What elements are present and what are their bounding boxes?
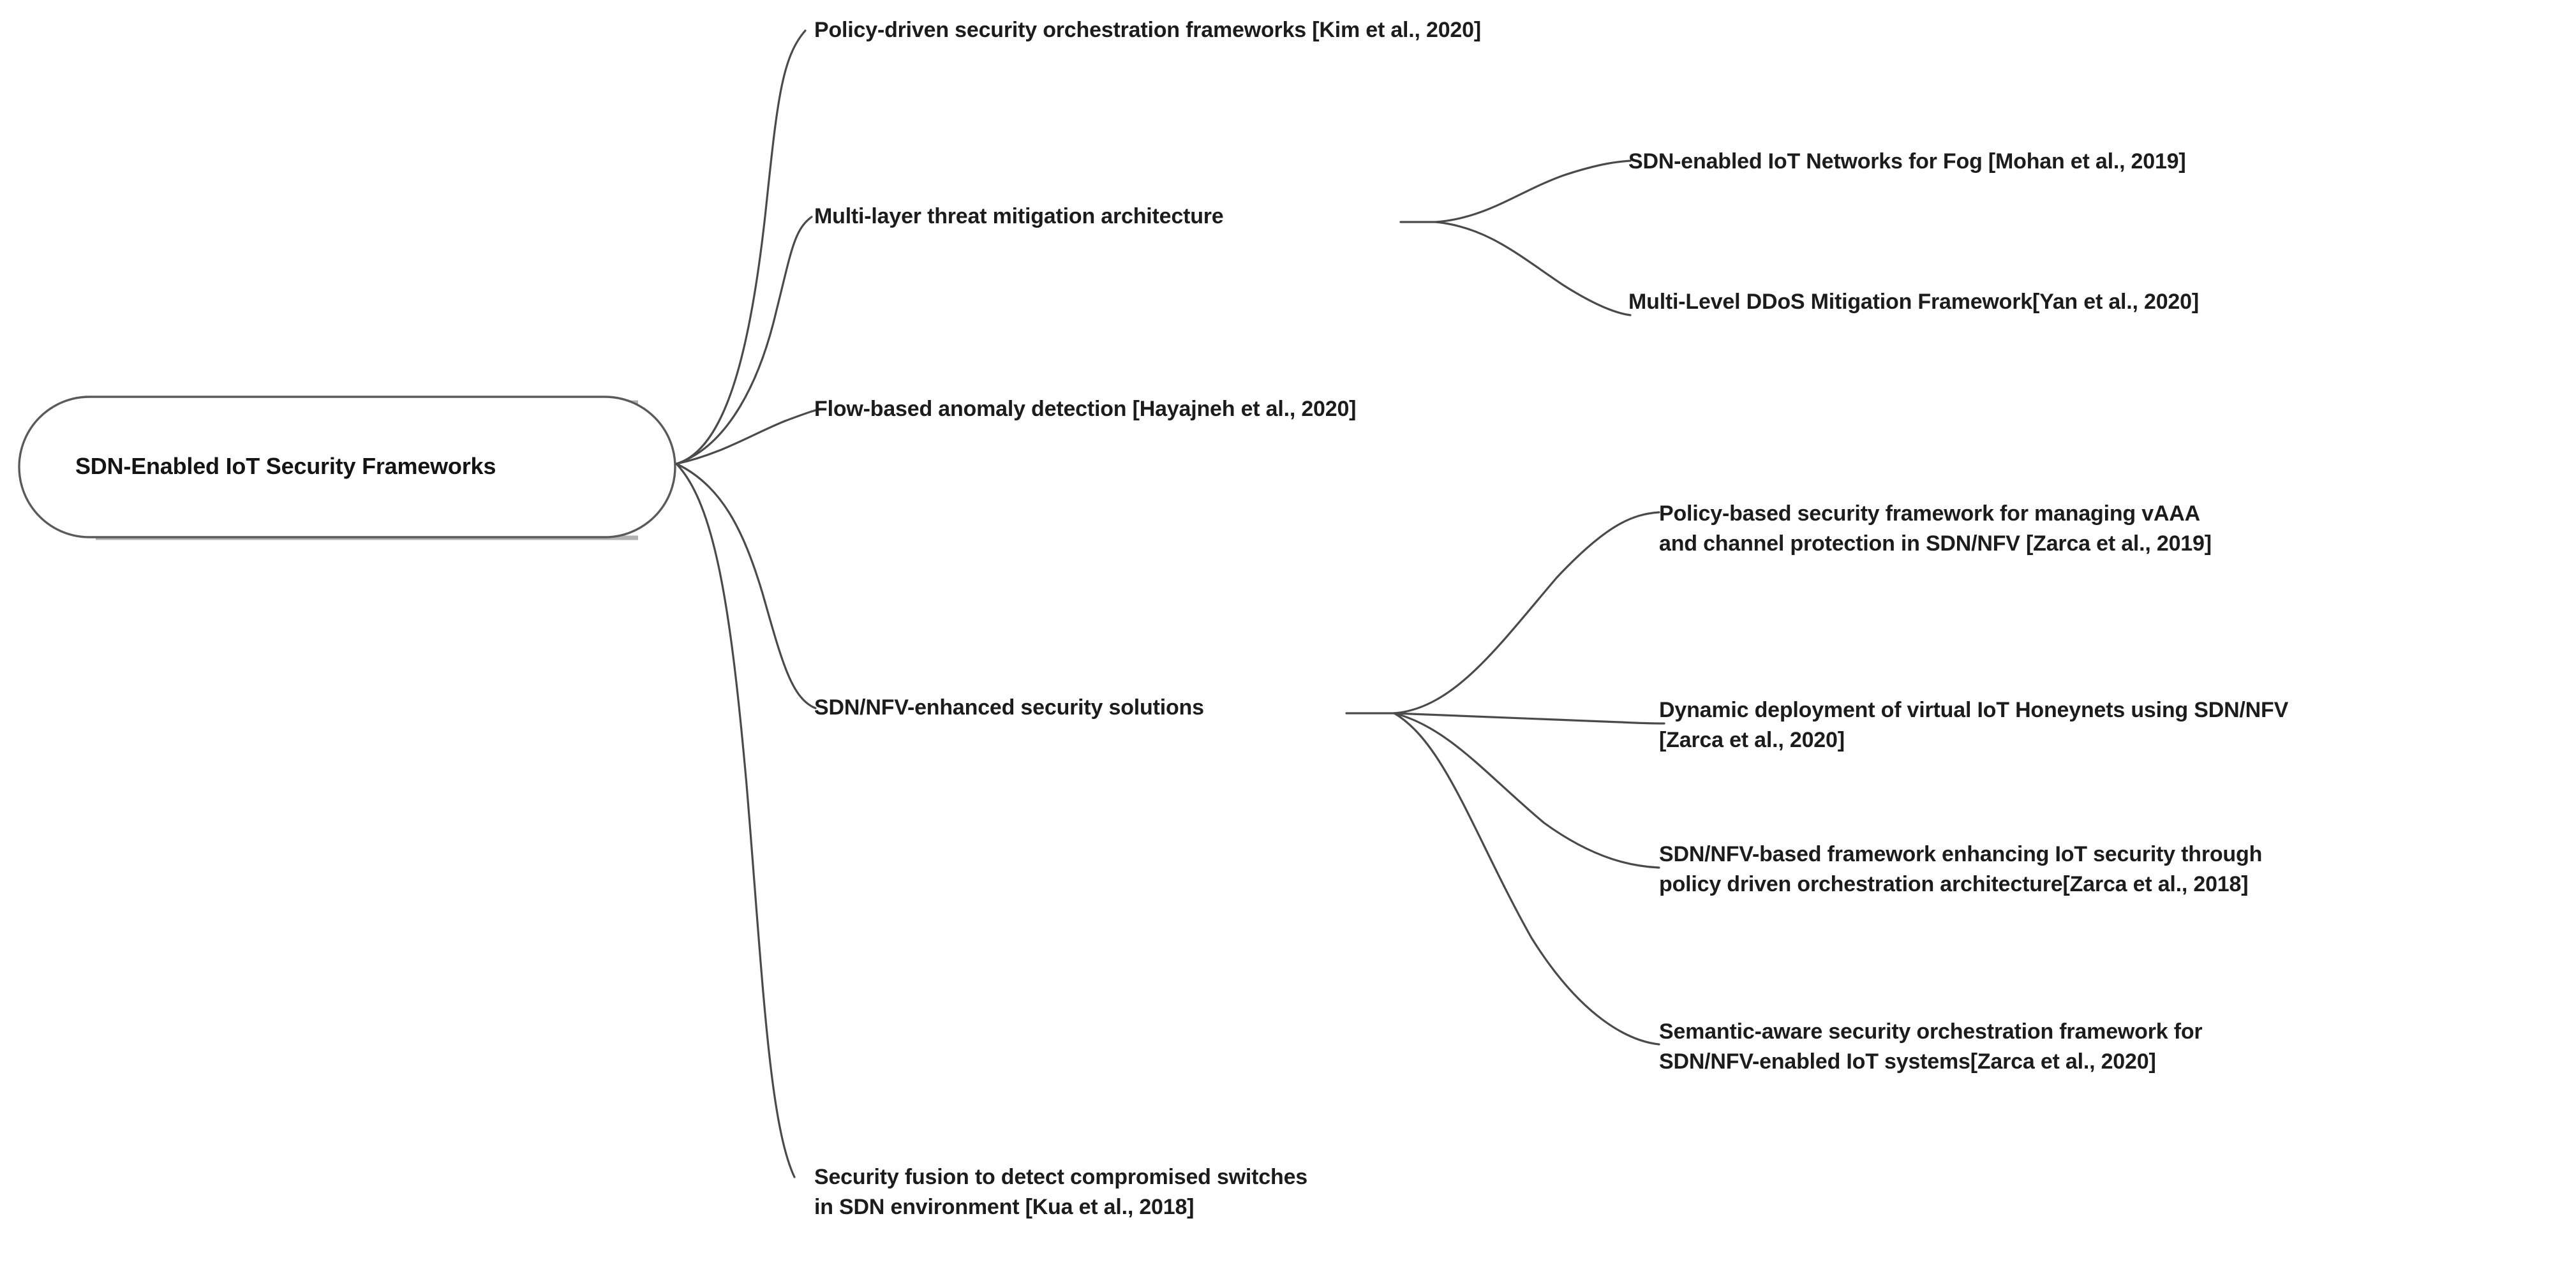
branch-label-multi-layer: Multi-layer threat mitigation architectu… (814, 204, 1224, 228)
edge-multilayer-to-sdn-enabled-fog (1434, 159, 1632, 223)
edge-root-to-security-fusion (675, 463, 796, 1178)
edge-sdnnfv-to-semantic-aware (1393, 712, 1660, 1046)
edge-root-to-policy-driven (675, 29, 807, 465)
leaf-label-dynamic-honeynets: Dynamic deployment of virtual IoT Honeyn… (1659, 698, 2289, 752)
leaf-label-policy-driven-orchestration: SDN/NFV-based framework enhancing IoT se… (1659, 842, 2263, 896)
edge-multilayer-to-multi-level-ddos (1434, 221, 1632, 316)
edge-root-to-multi-layer (675, 216, 813, 465)
root-node-shape (18, 396, 676, 538)
branch-label-sdn-nfv-enhanced: SDN/NFV-enhanced security solutions (814, 695, 1204, 720)
edge-sdnnfv-to-policy-driven-orchestration (1393, 712, 1660, 869)
edge-root-to-sdn-nfv (675, 463, 817, 709)
edge-sdnnfv-to-policy-based-vaaa (1393, 511, 1660, 715)
leaf-label-sdn-enabled-fog: SDN-enabled IoT Networks for Fog [Mohan … (1628, 149, 2186, 174)
leaf-label-policy-based-vaaa: Policy-based security framework for mana… (1659, 501, 2212, 556)
branch-label-flow-based: Flow-based anomaly detection [Hayajneh e… (814, 397, 1357, 421)
branch-label-policy-driven: Policy-driven security orchestration fra… (814, 18, 1481, 42)
leaf-label-semantic-aware: Semantic-aware security orchestration fr… (1659, 1019, 2203, 1074)
leaf-label-multi-level-ddos: Multi-Level DDoS Mitigation Framework[Ya… (1628, 290, 2199, 314)
branch-label-security-fusion: Security fusion to detect compromised sw… (814, 1165, 1307, 1219)
root-node-label: SDN-Enabled IoT Security Frameworks (75, 453, 496, 479)
edge-sdnnfv-to-dynamic-honeynets (1393, 712, 1665, 725)
edge-root-to-flow-based (675, 408, 823, 465)
